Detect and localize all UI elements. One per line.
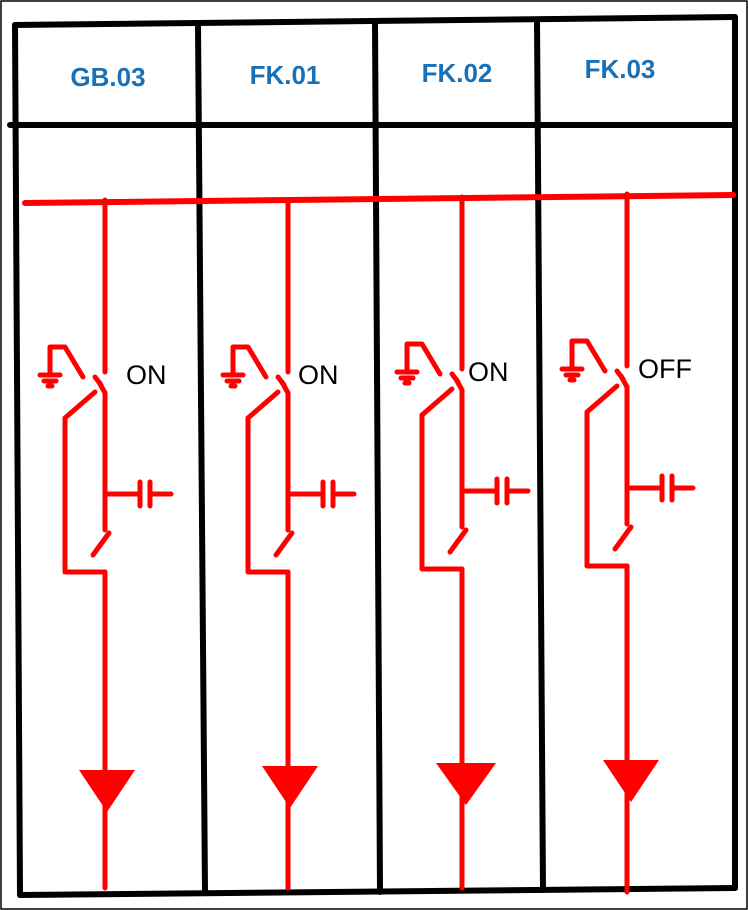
feeder-circuit-3 [394, 194, 531, 891]
panel-state-2: ON [298, 360, 339, 390]
feeder-circuit-4 [559, 191, 696, 895]
panel-state-1: ON [126, 360, 167, 390]
panel-divider-3 [534, 17, 546, 893]
panel-label-2: FK.01 [250, 60, 321, 90]
panel-state-4: OFF [638, 354, 692, 384]
main-busbar [22, 192, 736, 206]
frame-left [12, 22, 23, 898]
panel-label-3: FK.02 [422, 58, 493, 88]
feeder-circuit-2 [220, 197, 357, 891]
panel-divider-2 [372, 19, 383, 895]
panel-divider-1 [195, 22, 208, 896]
feeder-circuit-1 [37, 197, 174, 891]
panel-label-4: FK.03 [585, 54, 656, 84]
panel-state-3: ON [468, 357, 509, 387]
panel-frame [7, 14, 738, 898]
panel-label-1: GB.03 [70, 62, 145, 92]
